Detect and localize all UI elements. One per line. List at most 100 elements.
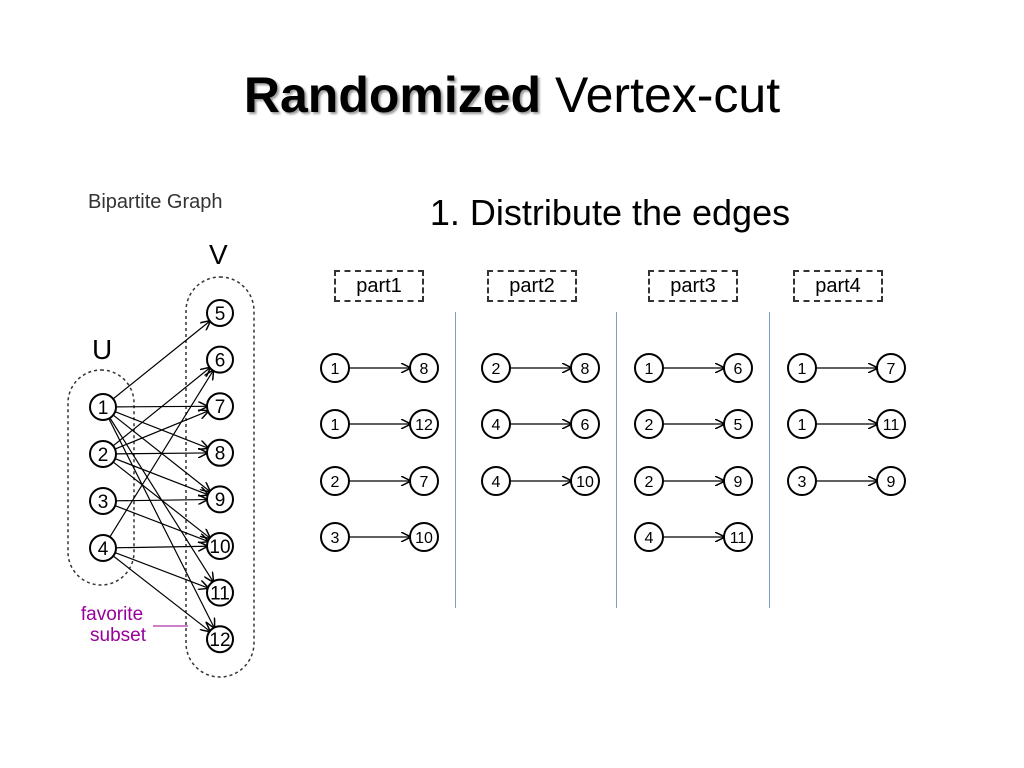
graph-edge xyxy=(114,505,208,542)
svg-text:11: 11 xyxy=(210,583,230,604)
svg-text:1: 1 xyxy=(798,417,807,434)
svg-text:2: 2 xyxy=(331,474,340,491)
svg-text:9: 9 xyxy=(734,474,743,491)
v-node-5: 5 xyxy=(206,299,234,327)
svg-text:8: 8 xyxy=(420,361,429,378)
edge-target-node: 9 xyxy=(723,466,753,496)
part-divider xyxy=(455,312,456,608)
edge-target-node: 6 xyxy=(723,353,753,383)
svg-text:4: 4 xyxy=(645,530,654,547)
svg-text:1: 1 xyxy=(331,417,340,434)
svg-text:6: 6 xyxy=(581,417,590,434)
favorite-subset-label: favorite xyxy=(81,604,143,625)
part-edge: 4 11 xyxy=(634,522,753,552)
edge-target-node: 10 xyxy=(570,466,600,496)
svg-text:7: 7 xyxy=(887,361,896,378)
edge-source-node: 1 xyxy=(634,353,664,383)
svg-text:3: 3 xyxy=(331,530,340,547)
graph-edge xyxy=(114,411,208,450)
edge-source-node: 4 xyxy=(481,409,511,439)
svg-text:9: 9 xyxy=(887,474,896,491)
v-set-label: V xyxy=(209,239,228,270)
v-node-10: 10 xyxy=(206,532,234,560)
u-node-2: 2 xyxy=(89,440,117,468)
edge-source-node: 2 xyxy=(634,409,664,439)
favorite-subset-label: subset xyxy=(90,625,147,646)
v-node-11: 11 xyxy=(206,578,234,607)
v-node-12: 12 xyxy=(206,625,234,654)
svg-text:2: 2 xyxy=(98,445,109,466)
slide-subtitle: 1. Distribute the edges xyxy=(429,192,791,233)
svg-text:4: 4 xyxy=(492,474,501,491)
svg-text:4: 4 xyxy=(98,539,109,560)
part-edge: 4 10 xyxy=(481,466,600,496)
svg-text:5: 5 xyxy=(215,304,226,325)
svg-text:4: 4 xyxy=(492,417,501,434)
svg-text:11: 11 xyxy=(883,417,900,434)
edge-source-node: 3 xyxy=(320,522,350,552)
v-node-6: 6 xyxy=(206,345,234,374)
edge-source-node: 1 xyxy=(787,353,817,383)
slide-title: Randomized Vertex-cut xyxy=(0,66,1024,124)
svg-text:8: 8 xyxy=(581,361,590,378)
edge-target-node: 12 xyxy=(409,409,439,439)
svg-text:3: 3 xyxy=(98,492,109,513)
edge-target-node: 8 xyxy=(570,353,600,383)
edge-target-node: 9 xyxy=(876,466,906,496)
svg-text:1: 1 xyxy=(798,361,807,378)
svg-text:8: 8 xyxy=(215,444,226,465)
svg-text:1: 1 xyxy=(331,361,340,378)
edge-source-node: 2 xyxy=(320,466,350,496)
svg-text:7: 7 xyxy=(420,474,429,491)
edge-source-node: 1 xyxy=(320,409,350,439)
graph-edge xyxy=(114,458,208,495)
edge-target-node: 5 xyxy=(723,409,753,439)
u-set-label: U xyxy=(92,334,112,365)
svg-text:9: 9 xyxy=(215,490,226,511)
graph-edge xyxy=(112,321,210,400)
edge-target-node: 7 xyxy=(409,466,439,496)
u-node-1: 1 xyxy=(89,393,117,421)
edge-source-node: 3 xyxy=(787,466,817,496)
u-node-4: 4 xyxy=(89,534,117,562)
svg-text:5: 5 xyxy=(734,417,743,434)
graph-edge xyxy=(114,552,208,588)
title-emphasis: Randomized xyxy=(243,67,542,123)
part3-label: part3 xyxy=(648,270,738,302)
u-set-boundary xyxy=(67,369,135,586)
svg-text:1: 1 xyxy=(98,398,109,419)
svg-text:1: 1 xyxy=(645,361,654,378)
graph-edge xyxy=(115,546,207,548)
svg-text:6: 6 xyxy=(215,350,226,371)
part4-label: part4 xyxy=(793,270,883,302)
svg-text:2: 2 xyxy=(645,474,654,491)
edge-target-node: 7 xyxy=(876,353,906,383)
edge-source-node: 4 xyxy=(481,466,511,496)
part-edge: 3 10 xyxy=(320,522,439,552)
svg-text:10: 10 xyxy=(415,530,433,547)
v-node-7: 7 xyxy=(206,392,234,421)
part-divider xyxy=(616,312,617,608)
svg-text:7: 7 xyxy=(215,397,226,418)
v-node-9: 9 xyxy=(206,485,234,514)
edge-source-node: 2 xyxy=(634,466,664,496)
edge-source-node: 1 xyxy=(787,409,817,439)
svg-text:6: 6 xyxy=(734,361,743,378)
part-edge: 1 12 xyxy=(320,409,439,439)
svg-text:12: 12 xyxy=(415,417,433,434)
edge-source-node: 2 xyxy=(481,353,511,383)
svg-text:11: 11 xyxy=(730,530,747,547)
part2-label: part2 xyxy=(487,270,577,302)
svg-text:2: 2 xyxy=(645,417,654,434)
graph-caption: Bipartite Graph xyxy=(88,191,223,213)
